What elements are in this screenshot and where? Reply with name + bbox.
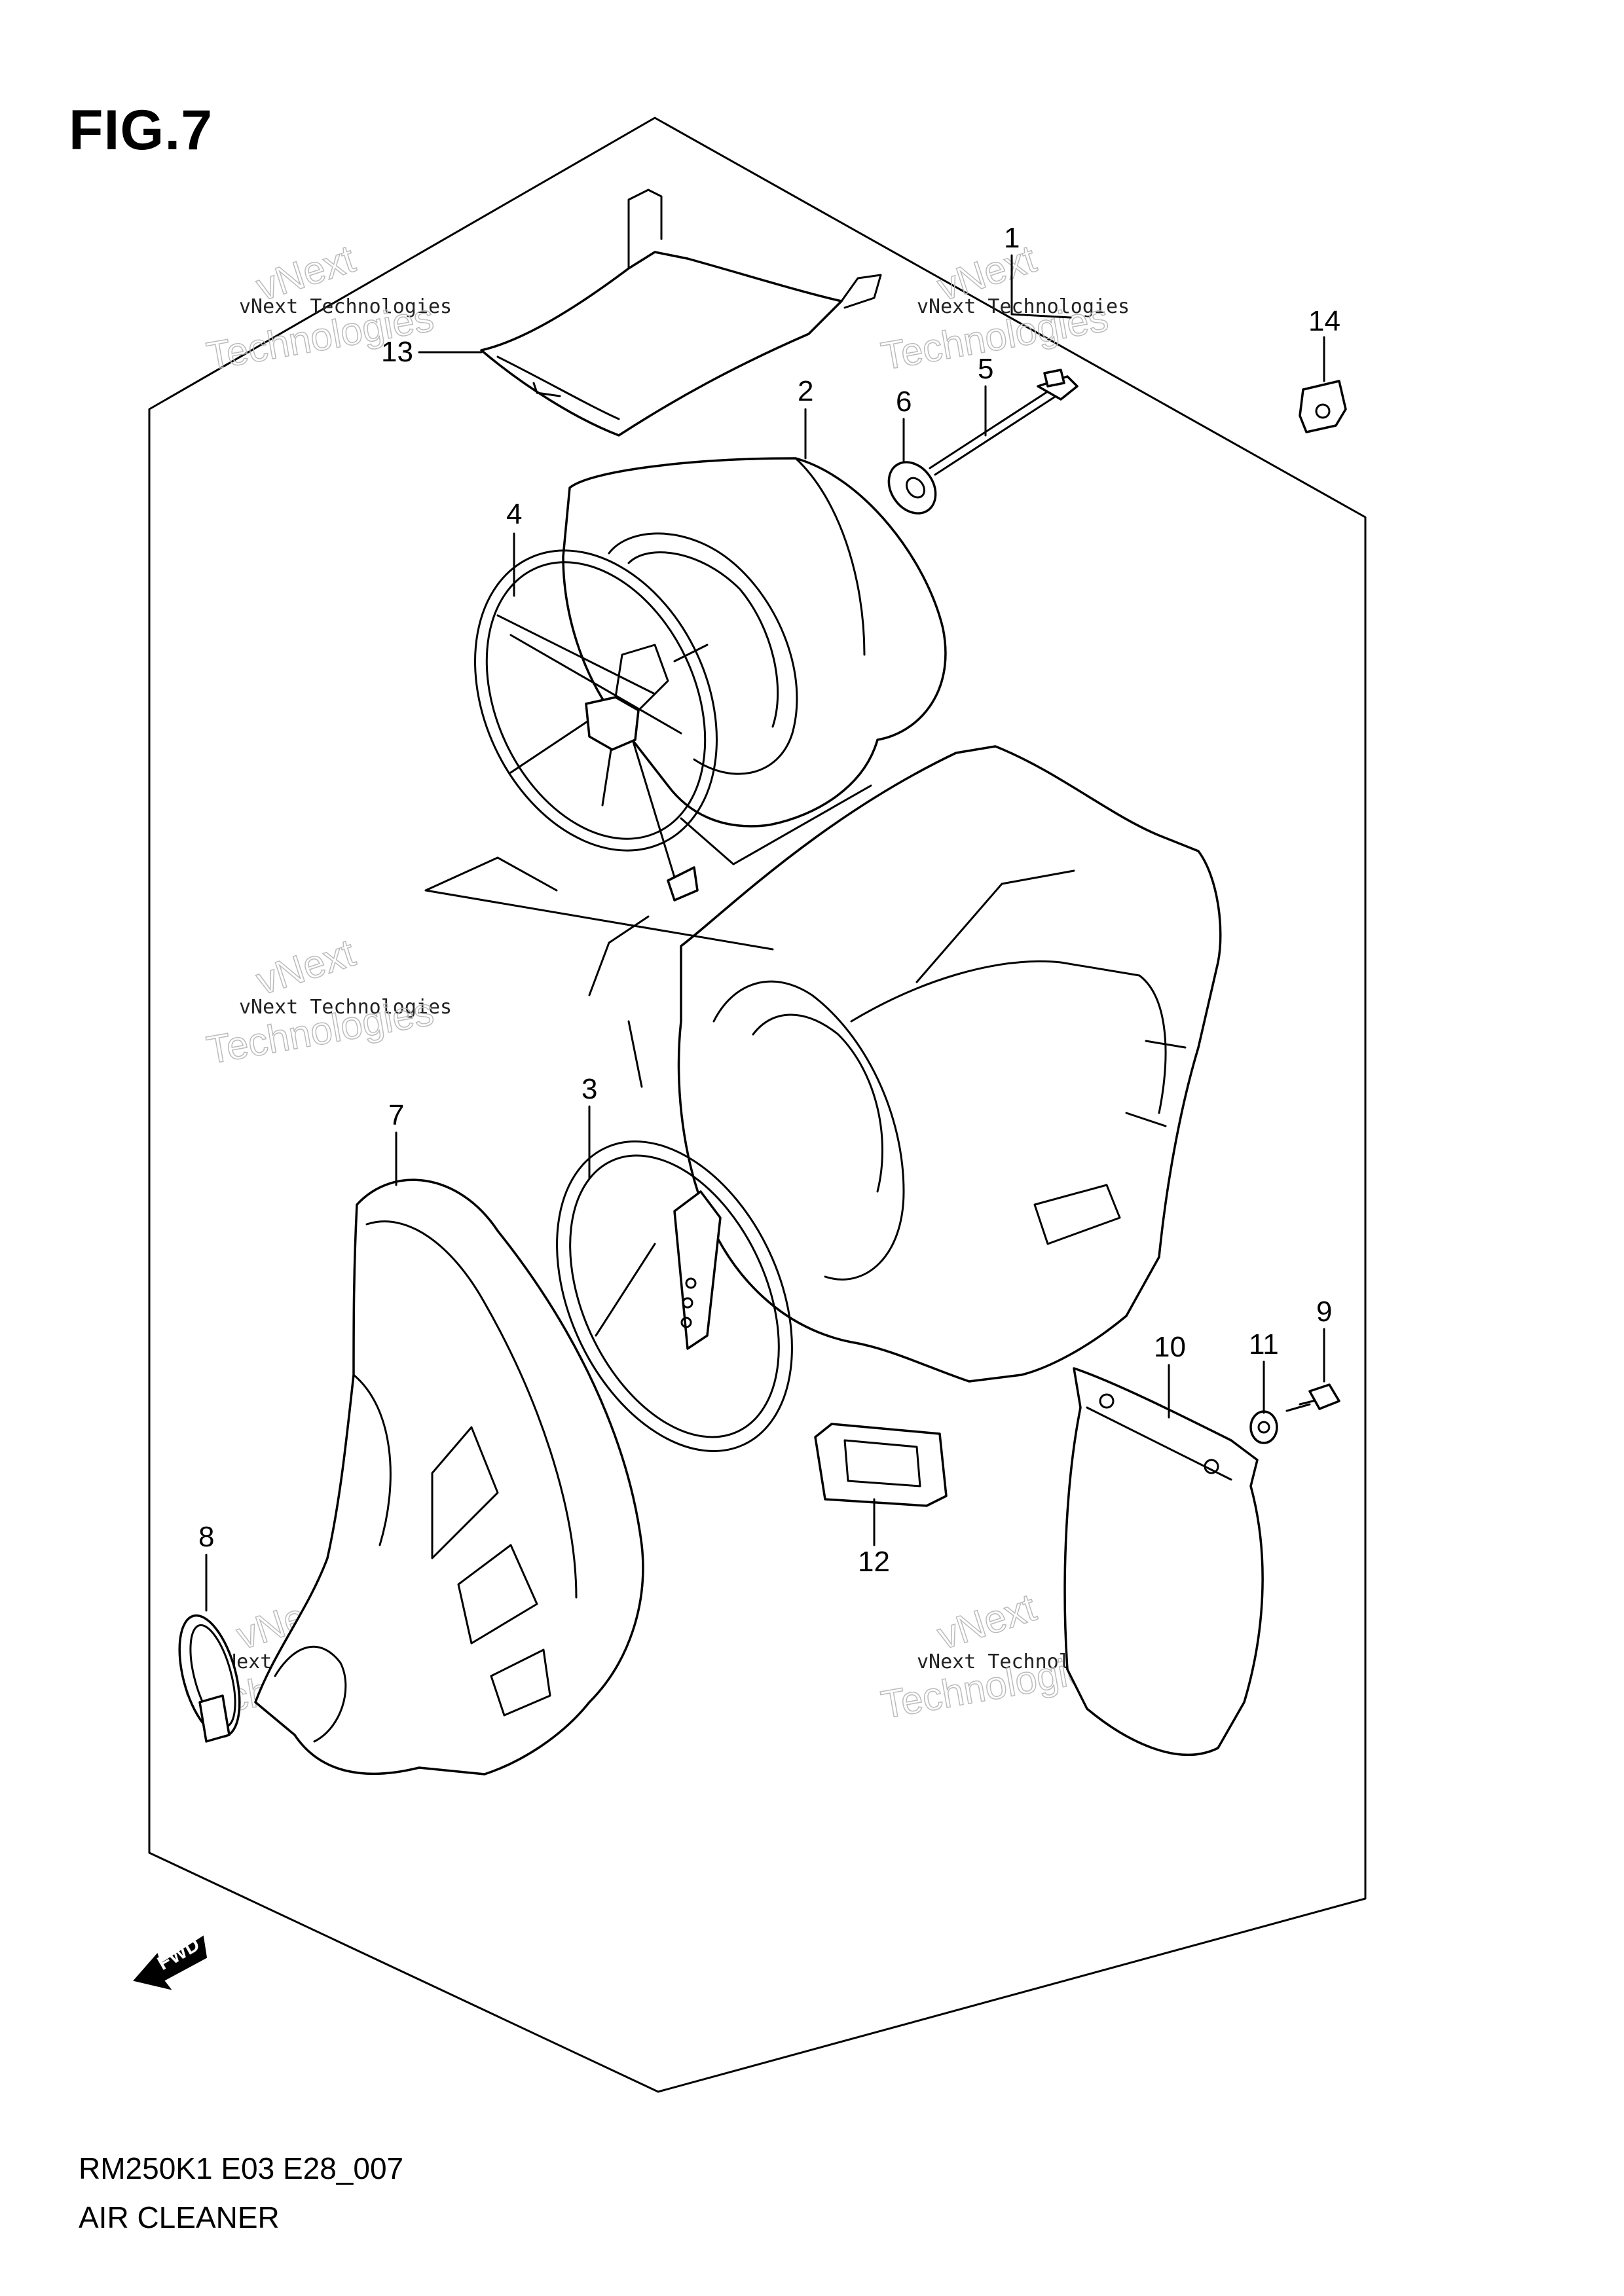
- watermark-text: vNext Technologies: [239, 996, 452, 1019]
- callout-number: 10: [1154, 1331, 1186, 1363]
- diagram-name: AIR CLEANER: [79, 2200, 280, 2234]
- part-8-clamp: [178, 1614, 241, 1743]
- part-10-plate: [1063, 1367, 1264, 1757]
- callout-number: 1: [1004, 222, 1020, 254]
- callout-number: 7: [388, 1099, 404, 1131]
- callout-number: 8: [198, 1521, 214, 1553]
- callout-number: 9: [1316, 1296, 1332, 1328]
- callout-labels: 1 2 3 4 5 6 7 8 9 10 11 12 13 14: [198, 222, 1340, 1578]
- part-1-air-cleaner-case: [424, 745, 1222, 1383]
- part-9-screw: [1285, 1383, 1340, 1412]
- part-14-clip-nut: [1299, 380, 1347, 433]
- part-6-washer: [887, 461, 937, 515]
- part-2-filter-element: [562, 457, 947, 828]
- watermark-text: vNext: [932, 1585, 1041, 1658]
- figure-title: FIG.7: [69, 99, 213, 162]
- part-12-strap: [814, 1423, 948, 1507]
- callout-number: 11: [1249, 1328, 1279, 1360]
- callout-number: 12: [858, 1546, 890, 1578]
- leader-lines: [205, 254, 1325, 1612]
- part-4-filter-cage: [474, 549, 718, 902]
- watermark-text: vNext: [251, 930, 360, 1003]
- part-7-intake-boot: [254, 1178, 644, 1776]
- part-13-cover: [480, 189, 882, 437]
- part-11-washer: [1249, 1410, 1278, 1444]
- callout-number: 14: [1308, 305, 1340, 337]
- assembly-boundary: [148, 117, 1367, 2093]
- leader-line: [1010, 254, 1072, 319]
- diagram-code: RM250K1 E03 E28_007: [79, 2151, 404, 2185]
- callout-number: 3: [581, 1073, 597, 1105]
- callout-number: 6: [896, 386, 912, 418]
- callout-number: 2: [798, 375, 813, 407]
- part-3-filter-holder: [556, 1140, 793, 1452]
- callout-number: 4: [506, 498, 522, 530]
- callout-number: 13: [381, 336, 413, 368]
- part-5-bolt: [929, 369, 1079, 476]
- fwd-arrow-icon: FWD: [133, 1933, 208, 1990]
- callout-number: 5: [978, 353, 993, 385]
- watermark-text: vNext Technologies: [239, 295, 452, 318]
